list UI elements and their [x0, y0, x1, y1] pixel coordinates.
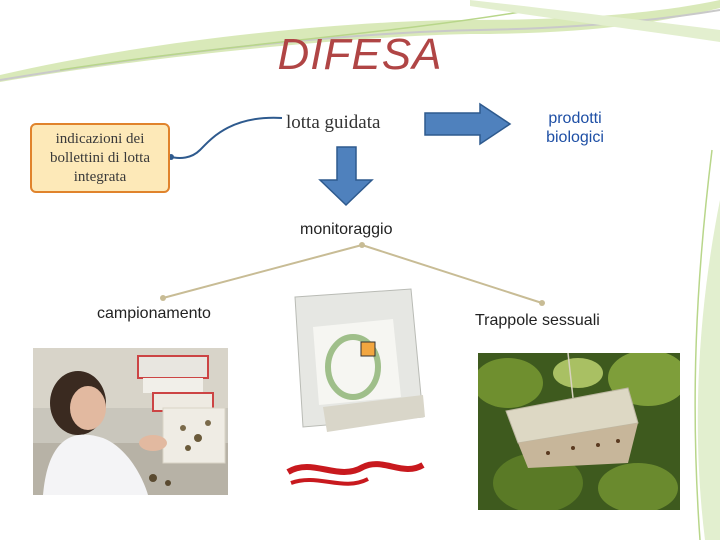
trappole-label: Trappole sessuali: [475, 312, 600, 330]
lotta-guidata-label: lotta guidata: [286, 112, 380, 134]
monitoraggio-label: monitoraggio: [300, 221, 393, 239]
feromoni-photo: [283, 287, 428, 512]
prodotti-biologici-label: prodotti biologici: [530, 109, 620, 147]
right-arrow: [425, 104, 510, 144]
trappole-photo: [478, 353, 680, 510]
campionamento-photo: [33, 348, 228, 495]
curved-connector: [168, 118, 282, 158]
campionamento-label: campionamento: [97, 305, 211, 323]
down-arrow: [320, 147, 372, 205]
bollettini-box: indicazioni dei bollettini di lotta inte…: [30, 123, 170, 193]
slide-title: DIFESA: [0, 30, 720, 80]
